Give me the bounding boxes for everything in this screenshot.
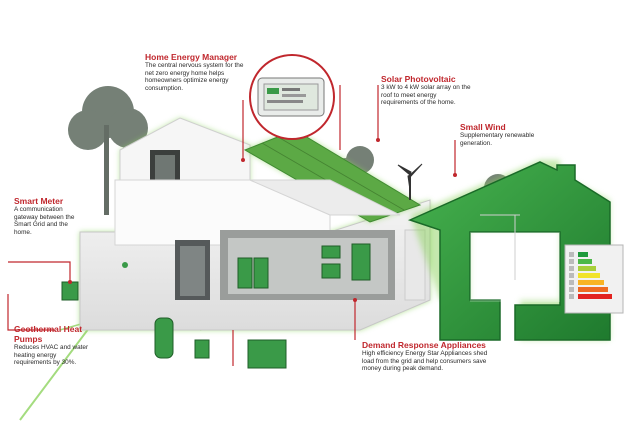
callout-smart-meter: Smart Meter A communication gateway betw… <box>14 196 84 236</box>
callout-geothermal: Geothermal Heat Pumps Reduces HVAC and w… <box>14 324 92 367</box>
callout-description: 3 kW to 4 kW solar array on the roof to … <box>381 84 471 107</box>
energy-rating-card <box>564 244 624 314</box>
callout-description: The central nervous system for the net z… <box>145 62 244 92</box>
sensor-dot <box>122 262 128 268</box>
callout-description: Reduces HVAC and water heating energy re… <box>14 344 89 367</box>
callout-solar-photovoltaic: Solar Photovoltaic 3 kW to 4 kW solar ar… <box>381 74 473 107</box>
callout-description: Supplementary renewable generation. <box>460 132 535 147</box>
callout-description: High efficiency Energy Star Appliances s… <box>362 350 488 373</box>
wind-turbine <box>397 163 423 200</box>
callout-title: Small Wind <box>460 122 506 132</box>
green-house-frame <box>407 161 611 341</box>
callout-description: A communication gateway between the Smar… <box>14 206 75 236</box>
callout-home-energy-manager: Home Energy Manager The central nervous … <box>145 52 245 92</box>
callout-title: Demand Response Appliances <box>362 340 486 350</box>
callout-demand-response: Demand Response Appliances High efficien… <box>362 340 498 373</box>
callout-title: Geothermal Heat Pumps <box>14 324 83 344</box>
callout-title: Smart Meter <box>14 196 64 206</box>
callout-title: Home Energy Manager <box>145 52 238 62</box>
geothermal-pump-equipment <box>154 317 287 369</box>
interior-appliances <box>237 243 371 289</box>
energy-manager-magnifier <box>249 54 335 140</box>
leader-lines <box>7 85 456 366</box>
smart-meter-device <box>61 281 79 301</box>
callout-title: Solar Photovoltaic <box>381 74 456 84</box>
callout-small-wind: Small Wind Supplementary renewable gener… <box>460 122 555 147</box>
